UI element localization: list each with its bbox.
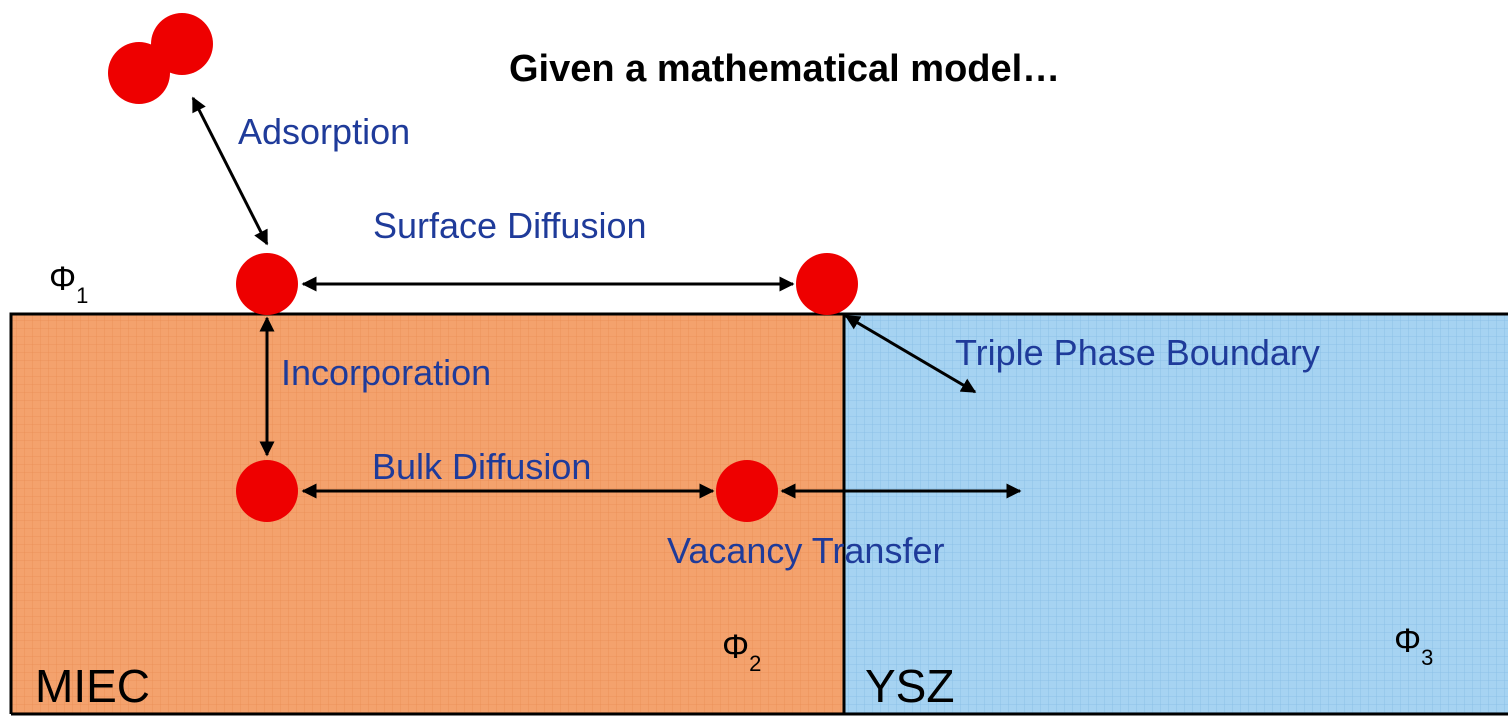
surface-particle	[236, 253, 298, 315]
miec-label: MIEC	[35, 660, 150, 712]
adsorption-arrow	[191, 96, 269, 246]
adsorption-label: Adsorption	[238, 111, 410, 152]
phi-1-label: Φ1	[49, 260, 88, 308]
tpb-label: Triple Phase Boundary	[955, 332, 1320, 373]
bulk-diffusion-label: Bulk Diffusion	[372, 446, 591, 487]
ysz-label: YSZ	[865, 660, 954, 712]
phi-2-label: Φ2	[722, 628, 761, 676]
phi-3-label: Φ3	[1394, 622, 1433, 670]
title: Given a mathematical model…	[509, 48, 1060, 90]
o2-molecule-atom-2	[151, 13, 213, 75]
tpb-particle	[796, 253, 858, 315]
miec-region	[11, 314, 844, 714]
surface-diffusion-label: Surface Diffusion	[373, 205, 646, 246]
vacancy-transfer-label: Vacancy Transfer	[667, 530, 944, 571]
region-outline	[9, 312, 1508, 716]
incorporation-label: Incorporation	[281, 352, 491, 393]
interface-particle	[716, 460, 778, 522]
tpb-arrow	[844, 314, 977, 394]
bulk-particle	[236, 460, 298, 522]
